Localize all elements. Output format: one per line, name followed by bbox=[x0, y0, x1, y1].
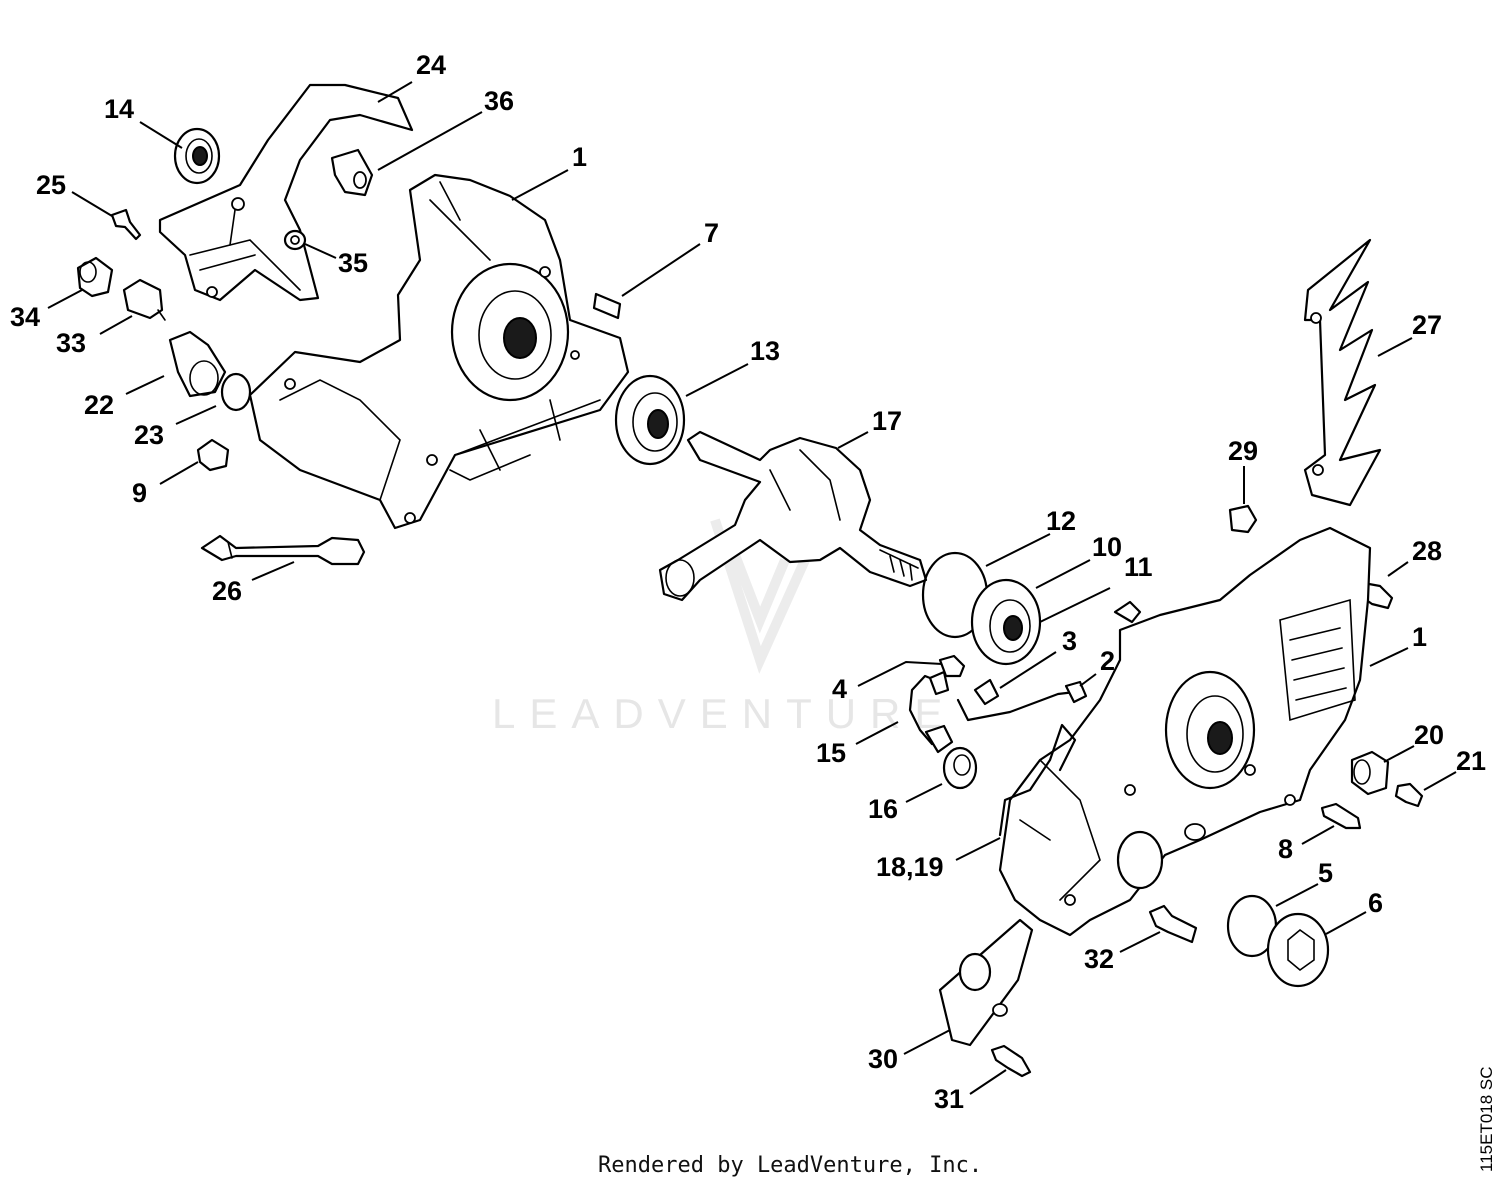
footer-credit: Rendered by LeadVenture, Inc. bbox=[598, 1153, 982, 1178]
callout-36: 36 bbox=[484, 86, 514, 116]
part-13-bearing bbox=[614, 374, 686, 466]
callout-10: 10 bbox=[1092, 532, 1122, 562]
callout-9: 9 bbox=[132, 478, 147, 508]
part-31-screw bbox=[990, 1044, 1032, 1078]
part-8-screw bbox=[1320, 802, 1362, 830]
callout-32: 32 bbox=[1084, 944, 1114, 974]
watermark: LEADVENTURE bbox=[492, 518, 956, 737]
callout-13: 13 bbox=[750, 336, 780, 366]
part-7-pin bbox=[592, 292, 622, 320]
callout-23: 23 bbox=[134, 420, 164, 450]
callout-34: 34 bbox=[10, 302, 40, 332]
part-36-sleeve bbox=[330, 148, 374, 197]
callout-25: 25 bbox=[36, 170, 66, 200]
part-25-screw bbox=[110, 208, 142, 241]
callout-17: 17 bbox=[872, 406, 902, 436]
callout-28: 28 bbox=[1412, 536, 1442, 566]
callout-12: 12 bbox=[1046, 506, 1076, 536]
callout-22: 22 bbox=[84, 390, 114, 420]
callout-14: 14 bbox=[104, 94, 134, 124]
part-21-screw bbox=[1394, 782, 1424, 808]
callout-labels: 24 14 36 1 25 7 35 34 33 27 13 22 23 17 … bbox=[10, 50, 1486, 1114]
callout-18-19: 18,19 bbox=[876, 852, 944, 882]
part-15-hose bbox=[908, 670, 954, 754]
callout-1-right: 1 bbox=[1412, 622, 1427, 652]
callout-8: 8 bbox=[1278, 834, 1293, 864]
part-30-plate bbox=[938, 918, 1034, 1047]
callout-6: 6 bbox=[1368, 888, 1383, 918]
part-20-bushing bbox=[1350, 750, 1390, 796]
callout-4: 4 bbox=[832, 674, 847, 704]
part-1-crankcase-right bbox=[998, 526, 1372, 937]
part-29-nut bbox=[1228, 504, 1258, 534]
part-3-bracket bbox=[973, 600, 1142, 706]
part-2-oil-line bbox=[956, 680, 1088, 722]
callout-35: 35 bbox=[338, 248, 368, 278]
part-6-nut bbox=[1266, 912, 1330, 988]
drawing-code: 115ET018 SC bbox=[1477, 1066, 1496, 1172]
part-26-hose-fitting bbox=[200, 534, 366, 566]
part-16-pickup-body bbox=[942, 746, 978, 790]
watermark-logo-icon bbox=[710, 518, 810, 674]
callout-15: 15 bbox=[816, 738, 846, 768]
callout-33: 33 bbox=[56, 328, 86, 358]
callout-11: 11 bbox=[1124, 552, 1153, 582]
callout-1-left: 1 bbox=[572, 142, 587, 172]
leader-lines bbox=[47, 81, 1457, 1095]
part-18-19-gasket bbox=[998, 723, 1077, 837]
part-23-o-ring bbox=[220, 372, 252, 412]
callout-7: 7 bbox=[704, 218, 719, 248]
part-10-bearing bbox=[970, 578, 1042, 666]
callout-26: 26 bbox=[212, 576, 242, 606]
part-34-plug bbox=[76, 256, 114, 298]
callout-27: 27 bbox=[1412, 310, 1442, 340]
callout-5: 5 bbox=[1318, 858, 1333, 888]
part-24-guard bbox=[158, 83, 414, 302]
part-33-buffer bbox=[122, 278, 166, 321]
part-27-bumper-spike bbox=[1303, 238, 1382, 507]
part-14-oil-seal bbox=[173, 127, 221, 185]
callout-3: 3 bbox=[1062, 626, 1077, 656]
callout-29: 29 bbox=[1228, 436, 1258, 466]
callout-24: 24 bbox=[416, 50, 446, 80]
callout-21: 21 bbox=[1456, 746, 1486, 776]
part-32-screw bbox=[1148, 904, 1198, 944]
callout-30: 30 bbox=[868, 1044, 898, 1074]
callout-31: 31 bbox=[934, 1084, 964, 1114]
part-22-fitting bbox=[168, 330, 227, 398]
watermark-text: LEADVENTURE bbox=[492, 690, 956, 737]
part-9-plug bbox=[196, 438, 230, 472]
callout-20: 20 bbox=[1414, 720, 1444, 750]
callout-2: 2 bbox=[1100, 646, 1115, 676]
callout-16: 16 bbox=[868, 794, 898, 824]
part-1-crankcase-left bbox=[248, 173, 630, 530]
part-17-crankshaft bbox=[658, 430, 928, 602]
part-35-nut bbox=[283, 229, 307, 251]
